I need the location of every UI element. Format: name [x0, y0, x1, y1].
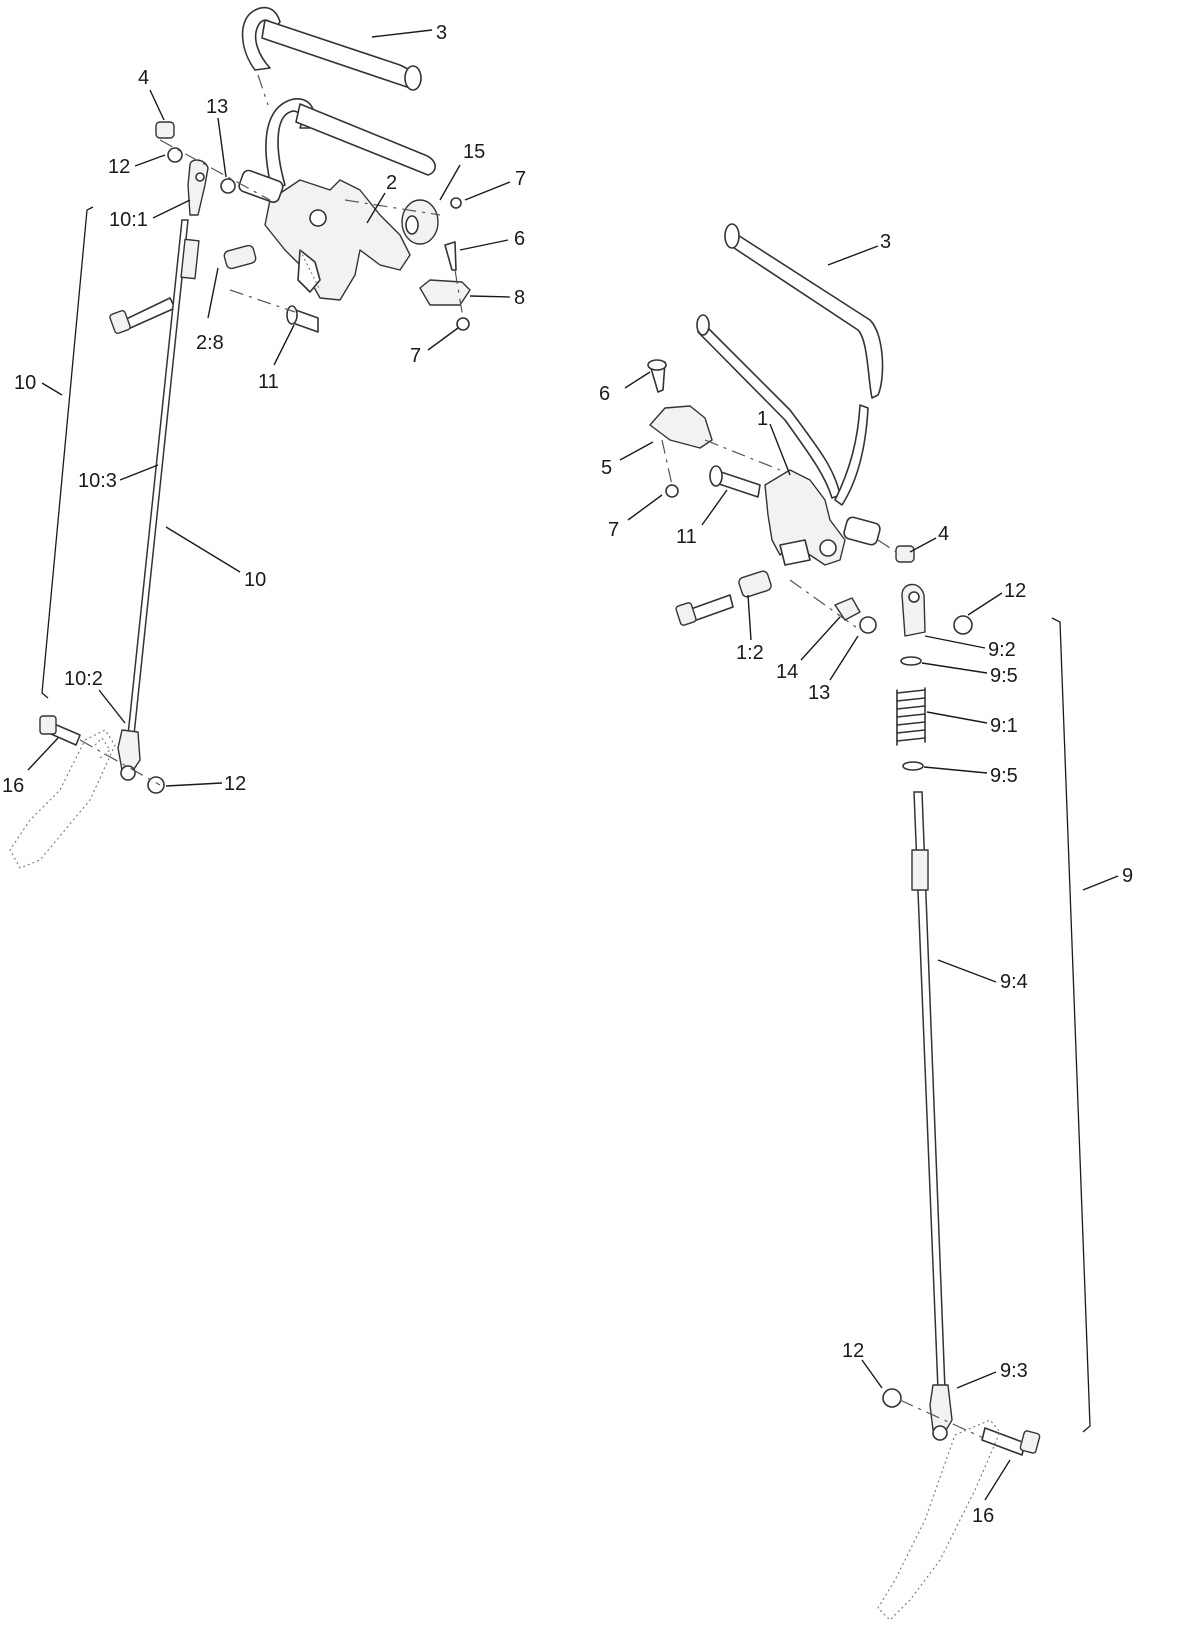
pivot-tube-right — [843, 516, 881, 546]
callout-10-3: 10:3 — [78, 470, 117, 492]
callout-14: 14 — [776, 661, 798, 683]
lever-ghost-left — [9, 729, 116, 869]
spring-left — [297, 249, 321, 293]
pivot-tube-left — [238, 169, 284, 203]
callout-10-rod: 10 — [244, 569, 266, 591]
callout-9-1: 9:1 — [990, 715, 1018, 737]
rod-coupler-right — [911, 849, 929, 891]
callout-6-left: 6 — [514, 228, 525, 250]
handle-bar-left-lower — [295, 103, 436, 176]
callout-16-left: 16 — [2, 775, 24, 797]
washer-9-5-upper — [900, 656, 922, 666]
callout-13-right: 13 — [808, 682, 830, 704]
pivot-hole-left — [309, 209, 327, 227]
callout-3-left: 3 — [436, 22, 447, 44]
nut-12-upper-right — [953, 615, 973, 635]
callout-12-right-lower: 12 — [842, 1340, 864, 1362]
handle-bar-left-upper — [261, 19, 419, 89]
nut-12-lower-left — [147, 776, 165, 794]
bushing-4-left — [155, 121, 175, 139]
callout-11-left: 11 — [258, 371, 279, 393]
callout-labels: 3 4 13 12 15 7 2 10:1 6 8 2:8 7 11 10 10… — [2, 22, 1133, 1527]
right-assembly — [647, 223, 1091, 1621]
left-assembly — [9, 6, 471, 869]
handle-end-left-upper — [404, 65, 422, 91]
callout-2: 2 — [386, 172, 397, 194]
callout-10-1: 10:1 — [109, 209, 148, 231]
bolt-6-left — [444, 241, 457, 271]
callout-9-4: 9:4 — [1000, 971, 1028, 993]
nut-7-lower-left — [456, 317, 470, 331]
callout-12-right-upper: 12 — [1004, 580, 1026, 602]
handle-grip-right-lower — [834, 404, 869, 506]
callout-12-left-upper: 12 — [108, 156, 130, 178]
callout-16-right: 16 — [972, 1505, 994, 1527]
leader-lines — [27, 29, 1119, 1501]
spring-right — [779, 539, 811, 566]
axis-line — [257, 74, 269, 106]
clamp-5 — [649, 405, 713, 449]
nut-12-upper-left — [167, 147, 183, 163]
bolt-16-right — [981, 1427, 1026, 1456]
callout-4-right: 4 — [938, 523, 949, 545]
spacer-2-8 — [223, 244, 257, 270]
nut-7-upper-left — [450, 197, 462, 209]
clip-14 — [834, 597, 861, 621]
callout-2-8: 2:8 — [196, 332, 224, 354]
callout-1-2: 1:2 — [736, 642, 764, 664]
callout-13-left: 13 — [206, 96, 228, 118]
rod-end-9-3 — [929, 1384, 953, 1433]
rod-10-3 — [127, 219, 189, 736]
callout-15: 15 — [463, 141, 485, 163]
washer-9-5-lower — [902, 761, 924, 771]
callout-4-left: 4 — [138, 67, 149, 89]
control-bracket-left — [264, 179, 411, 301]
washer-13-right — [859, 616, 877, 634]
plate-8 — [419, 279, 471, 306]
callout-9-3: 9:3 — [1000, 1360, 1028, 1382]
nut-12-lower-right — [882, 1388, 902, 1408]
rod-coupler-left — [180, 238, 200, 280]
bracket-10 — [41, 206, 94, 699]
callout-7-left-upper: 7 — [515, 168, 526, 190]
callout-5: 5 — [601, 457, 612, 479]
lever-ghost-right — [877, 1419, 1001, 1621]
callout-9-bracket: 9 — [1122, 865, 1133, 887]
callout-8: 8 — [514, 287, 525, 309]
callout-11-right: 11 — [676, 526, 697, 548]
spring-9-1 — [896, 689, 926, 742]
handle-bar-right-upper — [727, 229, 884, 399]
callout-9-5-lower: 9:5 — [990, 765, 1018, 787]
rod-end-10-1 — [187, 159, 209, 216]
nut-7-right — [665, 484, 679, 498]
spacer-1-2 — [738, 570, 772, 598]
bushing-4-right — [895, 545, 915, 563]
callout-7-right: 7 — [608, 519, 619, 541]
callout-9-2: 9:2 — [988, 639, 1016, 661]
callout-3-right: 3 — [880, 231, 891, 253]
callout-6-right: 6 — [599, 383, 610, 405]
bracket-9 — [1051, 617, 1091, 1433]
callout-10-bracket: 10 — [14, 372, 36, 394]
callout-12-left-lower: 12 — [224, 773, 246, 795]
callout-9-5-upper: 9:5 — [990, 665, 1018, 687]
washer-13-left — [220, 178, 236, 194]
callout-1: 1 — [757, 408, 768, 430]
callout-7-left-lower: 7 — [410, 345, 421, 367]
callout-10-2: 10:2 — [64, 668, 103, 690]
